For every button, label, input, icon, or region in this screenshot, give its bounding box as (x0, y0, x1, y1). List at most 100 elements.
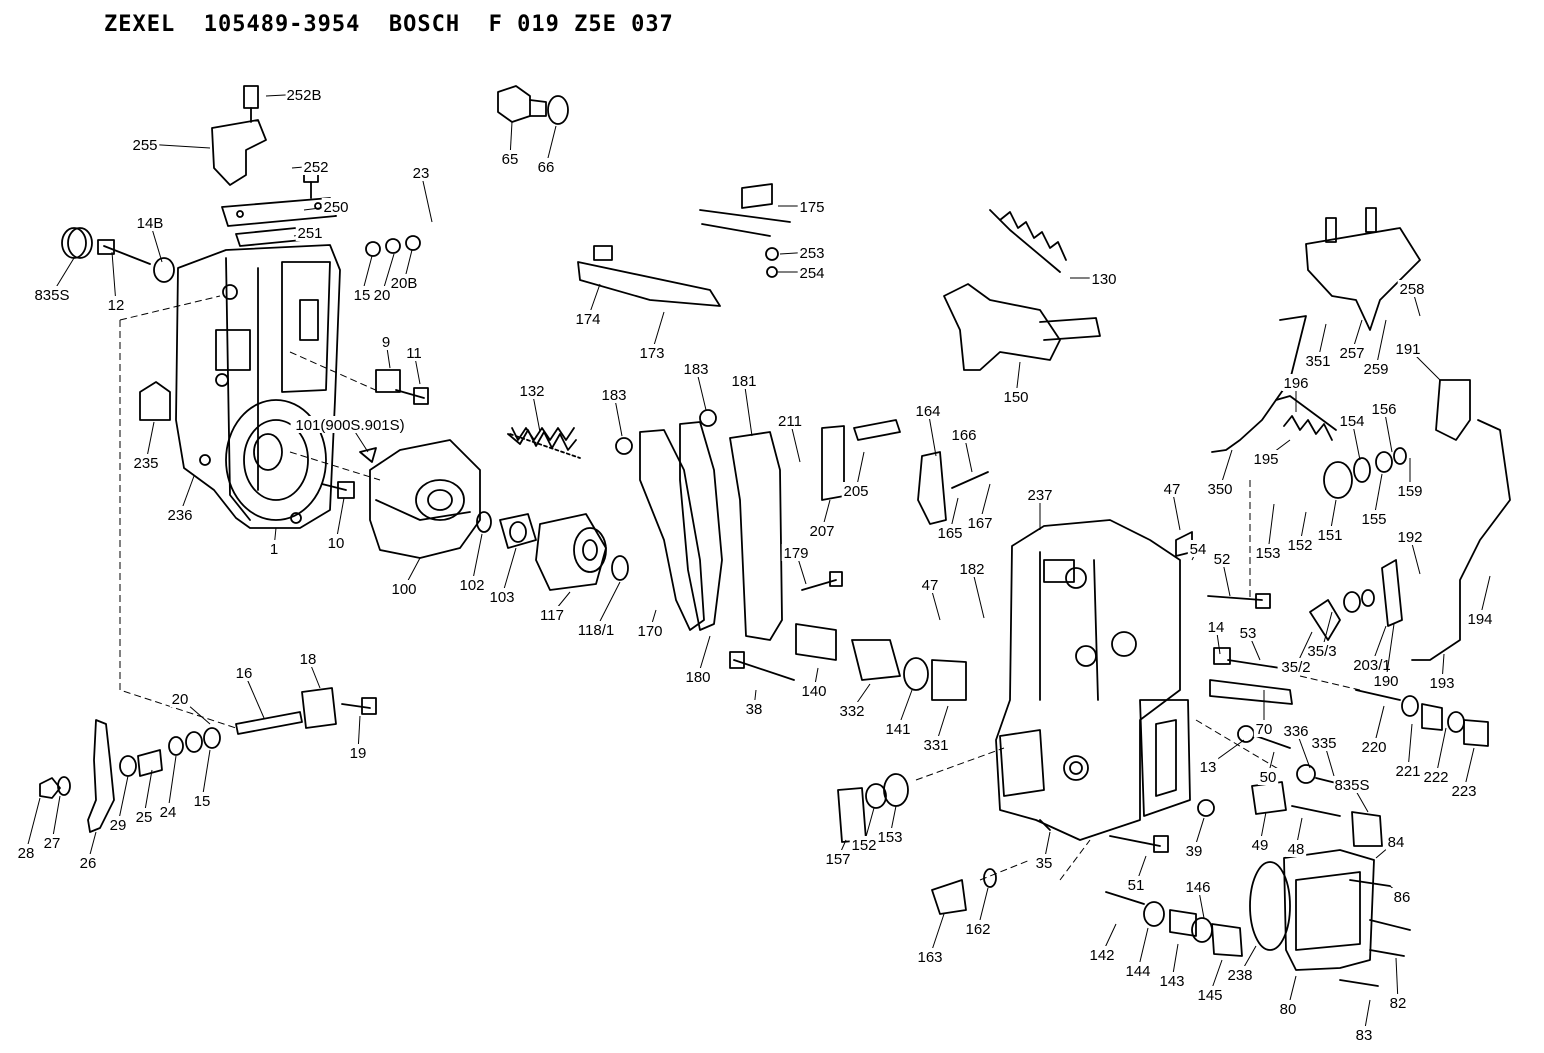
callout-label-backing (1251, 450, 1281, 467)
callout-label-backing (957, 560, 987, 577)
part-callout-label: 86 (1394, 889, 1411, 906)
callout-label-backing (297, 650, 319, 667)
part-callout-label: 152 (1287, 537, 1312, 554)
part-callout-label: 153 (1255, 545, 1280, 562)
callout-label-backing (131, 454, 161, 471)
part-callout-label: 16 (236, 665, 253, 682)
part-callout-label: 350 (1207, 481, 1232, 498)
callout-label-backing (1393, 762, 1423, 779)
part-callout-label: 153 (877, 829, 902, 846)
part-callout-label: 20 (172, 691, 189, 708)
part-callout-label: 183 (683, 361, 708, 378)
pump-housing-1 (175, 244, 341, 529)
callout-label-backing (729, 372, 759, 389)
part-callout-label: 203/1 (1353, 657, 1391, 674)
part-callout-label: 167 (967, 515, 992, 532)
part-callout-label: 20B (391, 275, 418, 292)
part-callout-label: 66 (538, 159, 555, 176)
callout-label-backing (875, 828, 905, 845)
part-callout-label: 331 (923, 737, 948, 754)
part-callout-label: 332 (839, 703, 864, 720)
part-callout-label: 28 (18, 845, 35, 862)
callout-label-backing (1285, 536, 1315, 553)
callout-label-backing (743, 700, 765, 717)
callout-label-backing (1333, 776, 1371, 793)
callout-label-backing (1395, 528, 1425, 545)
part-callout-label: 132 (519, 383, 544, 400)
callout-label-backing (410, 164, 432, 181)
part-callout-label: 54 (1190, 541, 1207, 558)
part-callout-label: 1 (270, 541, 278, 558)
callout-label-backing (371, 286, 393, 303)
callout-label-backing (41, 834, 63, 851)
part-callout-label: 15 (354, 287, 371, 304)
callout-label-backing (351, 286, 373, 303)
callout-label-backing (517, 382, 547, 399)
part-callout-label: 53 (1240, 625, 1257, 642)
callout-label-backing (1195, 986, 1225, 1003)
callout-label-backing (1315, 526, 1345, 543)
callout-label-backing (135, 214, 165, 231)
callout-label-backing (379, 333, 393, 350)
callout-label-backing (1421, 768, 1451, 785)
callout-label-backing (347, 744, 369, 761)
callout-label-backing (107, 816, 129, 833)
callout-label-backing (1125, 876, 1147, 893)
callout-label-backing (963, 920, 993, 937)
callout-label-backing (233, 664, 255, 681)
callout-label-backing (1183, 878, 1213, 895)
callout-label-backing (797, 198, 827, 215)
part-callout-label: 223 (1451, 783, 1476, 800)
callout-label-backing (285, 86, 323, 103)
callout-label-backing (1123, 962, 1153, 979)
part-callout-label: 238 (1227, 967, 1252, 984)
part-callout-label: 103 (489, 589, 514, 606)
part-callout-label: 252B (286, 87, 321, 104)
part-callout-label: 146 (1185, 879, 1210, 896)
callout-label-backing (1277, 658, 1315, 675)
callout-label-backing (1249, 836, 1271, 853)
part-callout-label: 48 (1288, 841, 1305, 858)
callout-leader (167, 755, 177, 812)
part-callout-label: 47 (1164, 481, 1181, 498)
part-callout-label: 252 (303, 159, 328, 176)
callout-label-backing (1397, 280, 1427, 297)
callout-label-backing (1087, 946, 1117, 963)
part-callout-label: 237 (1027, 487, 1052, 504)
callout-label-backing (1303, 642, 1341, 659)
part-callout-label: 173 (639, 345, 664, 362)
part-callout-label: 25 (136, 809, 153, 826)
part-callout-label: 35/3 (1307, 643, 1336, 660)
callout-label-backing (1449, 782, 1479, 799)
part-callout-label: 258 (1399, 281, 1424, 298)
callout-label-backing (637, 344, 667, 361)
callout-label-backing (1391, 888, 1413, 905)
part-callout-label: 162 (965, 921, 990, 938)
left-small-parts (61, 227, 429, 499)
part-callout-label: 255 (132, 137, 157, 154)
callout-label-backing (837, 702, 867, 719)
callout-label-backing (1395, 482, 1425, 499)
part-callout-label: 14 (1208, 619, 1225, 636)
callout-label-backing (77, 854, 99, 871)
part-callout-label: 24 (160, 804, 177, 821)
callout-label-backing (781, 544, 811, 561)
callout-label-backing (1353, 1026, 1375, 1043)
callout-label-backing (1427, 674, 1457, 691)
part-callout-label: 49 (1252, 837, 1269, 854)
right-side-parts (1175, 531, 1383, 847)
part-callout-label: 23 (413, 165, 430, 182)
part-callout-label: 145 (1197, 987, 1222, 1004)
cover-80 (1249, 849, 1411, 987)
callout-label-backing (321, 198, 351, 215)
part-callout-label: 156 (1371, 401, 1396, 418)
part-callout-label: 50 (1260, 769, 1277, 786)
part-callout-label: 10 (328, 535, 345, 552)
part-callout-label: 13 (1200, 759, 1217, 776)
part-callout-label: 47 (922, 577, 939, 594)
part-callout-label: 70 (1256, 721, 1273, 738)
callout-label-backing (535, 158, 557, 175)
part-callout-label: 195 (1253, 451, 1278, 468)
part-callout-label: 151 (1317, 527, 1342, 544)
callout-label-backing (15, 844, 37, 861)
